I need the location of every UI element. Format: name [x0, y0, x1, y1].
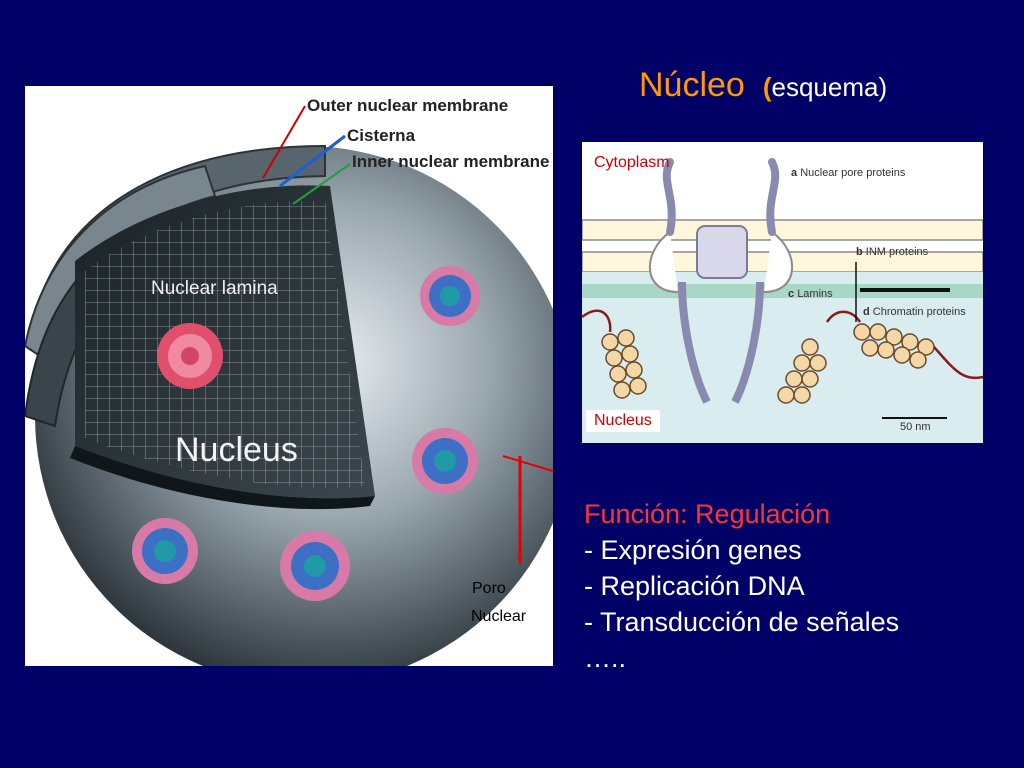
label-c-letter: c: [788, 288, 795, 300]
outer-membrane-label: Outer nuclear membrane: [307, 96, 509, 115]
label-b-text: INM proteins: [865, 246, 929, 258]
nuclear-envelope-schematic: Cytoplasm Nucleus a Nuclear pore protein…: [582, 142, 983, 443]
label-b: b INM proteins: [856, 246, 928, 258]
function-list: Función: Regulación - Expresión genes - …: [584, 496, 899, 676]
nucleus-schematic-label: Nucleus: [586, 410, 660, 432]
label-d: d Chromatin proteins: [863, 306, 966, 318]
nuclear-pore-label: Nuclear: [471, 608, 527, 625]
nucleus-schematic-text: Nucleus: [594, 412, 652, 429]
nuclear-envelope-illustration: [582, 142, 983, 443]
title-sub: esquema: [771, 72, 879, 102]
label-a: a Nuclear pore proteins: [791, 167, 905, 179]
function-item-2: - Replicación DNA: [584, 571, 805, 601]
nucleus-label: Nucleus: [175, 431, 298, 469]
slide-title: Núcleo (esquema): [639, 66, 887, 105]
title-paren-close: ): [878, 72, 888, 102]
cisterna-label: Cisterna: [347, 126, 416, 145]
title-paren-open: (: [762, 72, 772, 102]
label-a-letter: a: [791, 167, 798, 179]
nuclear-lamina-label: Nuclear lamina: [151, 278, 278, 299]
label-c-text: Lamins: [797, 288, 833, 300]
label-d-letter: d: [863, 306, 870, 318]
label-c: c Lamins: [788, 288, 833, 300]
poro-label: Poro: [472, 580, 506, 597]
title-main: Núcleo: [639, 66, 745, 104]
scale-bar-label: 50 nm: [900, 421, 931, 433]
label-a-text: Nuclear pore proteins: [800, 167, 906, 179]
label-d-text: Chromatin proteins: [872, 306, 966, 318]
function-ellipsis: …..: [584, 643, 627, 673]
label-b-letter: b: [856, 246, 863, 258]
nucleus-sphere-illustration: [25, 105, 553, 666]
inner-membrane-label: Inner nuclear membrane: [352, 152, 550, 171]
nucleus-sphere-figure: Outer nuclear membrane Cisterna Inner nu…: [25, 86, 553, 666]
function-heading: Función: Regulación: [584, 499, 831, 529]
nuclear-pore-complexes: [132, 266, 480, 601]
cytoplasm-label: Cytoplasm: [594, 154, 670, 171]
function-item-1: - Expresión genes: [584, 535, 802, 565]
function-item-3: - Transducción de señales: [584, 607, 900, 637]
